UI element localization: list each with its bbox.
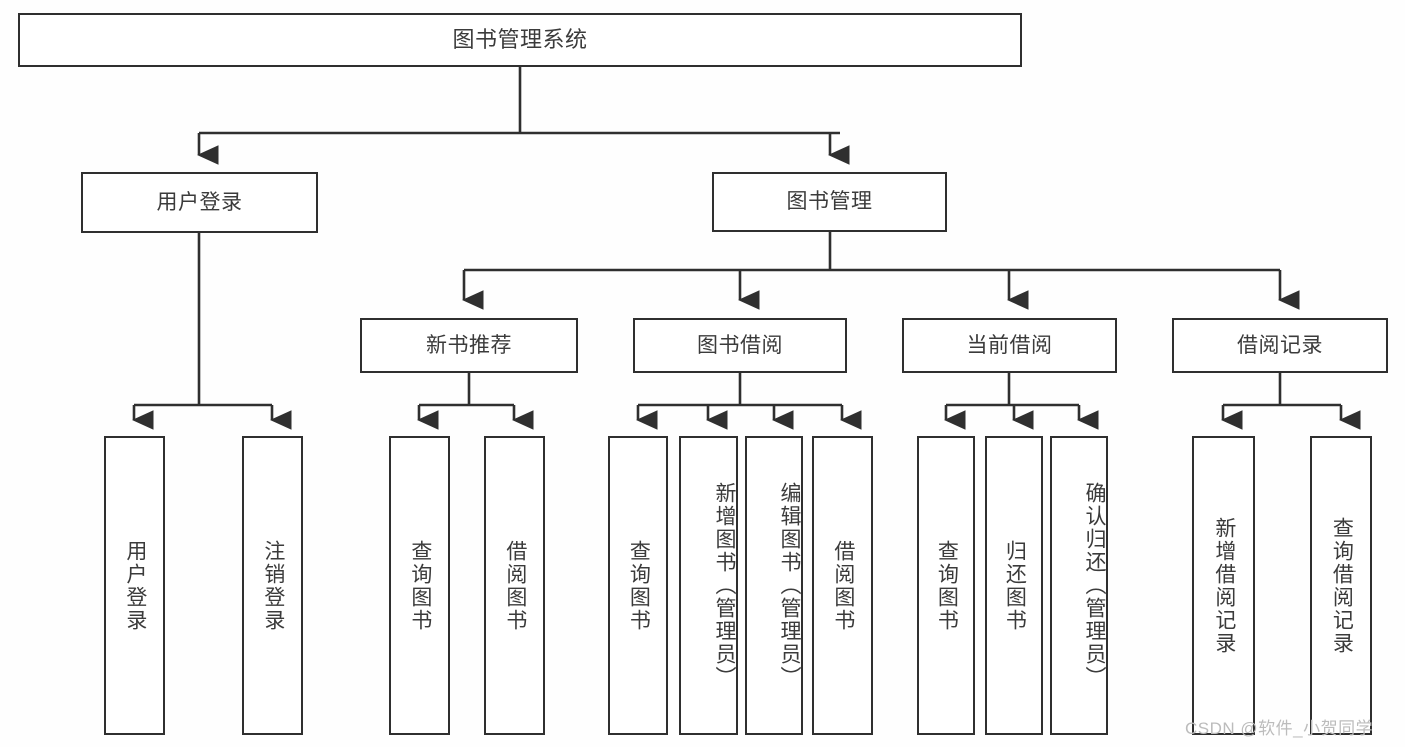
node-label: 当前借阅: [966, 333, 1053, 357]
node-book-management[interactable]: 图书管理: [712, 172, 947, 232]
node-label: 注销登录: [261, 539, 285, 632]
node-label: 借阅记录: [1237, 333, 1323, 357]
node-user-login[interactable]: 用户登录: [81, 172, 318, 233]
node-label: 图书借阅: [697, 333, 783, 357]
node-leaf-user-login[interactable]: 用户登录: [104, 436, 165, 735]
node-leaf-return-book[interactable]: 归还图书: [985, 436, 1043, 735]
node-leaf-add-record[interactable]: 新增借阅记录: [1192, 436, 1255, 735]
node-leaf-borrow-book-1[interactable]: 借阅图书: [484, 436, 545, 735]
node-leaf-add-book[interactable]: 新增图书（管理员）: [679, 436, 738, 735]
node-borrow-record[interactable]: 借阅记录: [1172, 318, 1388, 373]
node-label: 新增图书（管理员）: [713, 482, 736, 689]
node-label: 查询借阅记录: [1330, 516, 1354, 655]
node-book-borrow[interactable]: 图书借阅: [633, 318, 847, 373]
node-leaf-edit-book[interactable]: 编辑图书（管理员）: [745, 436, 803, 735]
node-current-borrow[interactable]: 当前借阅: [902, 318, 1117, 373]
node-label: 用户登录: [123, 539, 147, 632]
node-system-root[interactable]: 图书管理系统: [18, 13, 1022, 67]
node-label: 查询图书: [627, 539, 651, 632]
node-label: 图书管理: [786, 190, 873, 214]
node-leaf-query-record[interactable]: 查询借阅记录: [1310, 436, 1372, 735]
node-leaf-query-book-3[interactable]: 查询图书: [917, 436, 975, 735]
node-label: 编辑图书（管理员）: [778, 482, 801, 689]
node-label: 借阅图书: [831, 539, 855, 632]
node-leaf-confirm-return[interactable]: 确认归还（管理员）: [1050, 436, 1108, 735]
node-new-book-recommend[interactable]: 新书推荐: [360, 318, 578, 373]
csdn-watermark: CSDN @软件_小贺同学: [1185, 719, 1374, 738]
node-label: 新增借阅记录: [1212, 516, 1236, 655]
node-leaf-query-book-2[interactable]: 查询图书: [608, 436, 668, 735]
node-label: 查询图书: [408, 539, 432, 632]
node-label: 借阅图书: [503, 539, 527, 632]
node-label: 查询图书: [935, 539, 959, 632]
node-leaf-borrow-book-2[interactable]: 借阅图书: [812, 436, 873, 735]
node-label: 新书推荐: [426, 333, 512, 357]
node-leaf-logout-login[interactable]: 注销登录: [242, 436, 303, 735]
node-label: 图书管理系统: [452, 26, 588, 52]
node-label: 用户登录: [156, 190, 243, 214]
node-label: 确认归还（管理员）: [1083, 482, 1106, 689]
node-label: 归还图书: [1003, 539, 1027, 632]
node-leaf-query-book-1[interactable]: 查询图书: [389, 436, 450, 735]
